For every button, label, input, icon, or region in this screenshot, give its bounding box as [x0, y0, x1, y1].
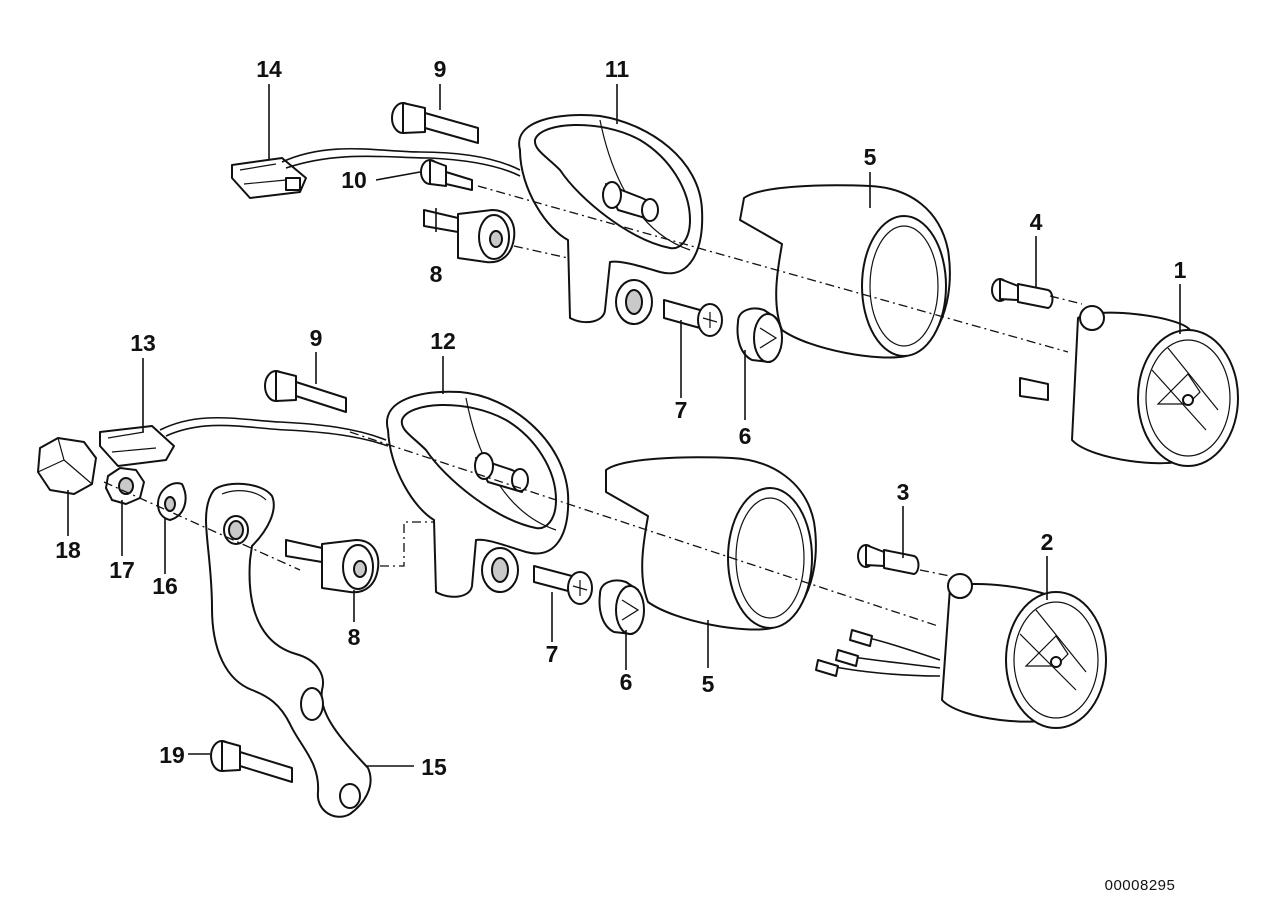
callout-6-lower: 6: [620, 669, 633, 695]
spacer-8-upper: [423, 209, 516, 264]
callout-7-lower: 7: [546, 641, 559, 667]
screw-7-lower: [533, 565, 593, 605]
callout-1: 1: [1174, 257, 1187, 283]
callout-14: 14: [256, 56, 282, 82]
callout-9-upper: 9: [434, 56, 447, 82]
callout-2: 2: [1041, 529, 1054, 555]
bulb-socket-4: [991, 278, 1054, 309]
callout-16: 16: [152, 573, 178, 599]
callout-labels: 14 9 11 10 5 4 1 8 7 6 13 9 12 3 2 18 17…: [55, 56, 1186, 780]
callout-10: 10: [341, 167, 367, 193]
cap-nut-18: [37, 437, 97, 495]
connector-plug-13: [99, 416, 389, 467]
callout-7-upper: 7: [675, 397, 688, 423]
callout-8-lower: 8: [348, 624, 361, 650]
bolt-19: [210, 740, 293, 783]
callout-4: 4: [1030, 209, 1043, 235]
callout-17: 17: [109, 557, 135, 583]
bolt-9-upper: [391, 102, 479, 144]
callout-12: 12: [430, 328, 456, 354]
callout-3: 3: [897, 479, 910, 505]
gauge-1: [1019, 305, 1239, 467]
instrument-housing-11: [518, 114, 704, 325]
washer-16: [157, 482, 187, 521]
callout-5-upper: 5: [864, 144, 877, 170]
callout-5-lower: 5: [702, 671, 715, 697]
connector-plug-14: [231, 147, 521, 199]
spacer-8-lower: [285, 539, 380, 594]
callout-18: 18: [55, 537, 81, 563]
mounting-bracket-15: [205, 482, 372, 818]
bulb-socket-3: [857, 544, 920, 575]
cover-tube-5-lower: [605, 456, 817, 631]
callout-8-upper: 8: [430, 261, 443, 287]
cap-6-lower: [598, 579, 645, 635]
callout-9-lower: 9: [310, 325, 323, 351]
cover-tube-5-upper: [739, 184, 951, 359]
leader-lines: [67, 84, 1181, 767]
cap-6-upper: [736, 307, 783, 363]
gauge-2: [815, 573, 1107, 729]
callout-19: 19: [159, 742, 185, 768]
screw-7-upper: [663, 299, 723, 337]
callout-13: 13: [130, 330, 156, 356]
callout-6-upper: 6: [739, 423, 752, 449]
callout-11: 11: [605, 56, 630, 82]
document-number: 00008295: [1105, 877, 1176, 894]
assembly-axis-lines: [103, 185, 1083, 627]
pin-10: [420, 159, 473, 191]
instrument-housing-12: [385, 390, 570, 598]
bolt-9-lower: [264, 370, 347, 413]
callout-15: 15: [421, 754, 447, 780]
